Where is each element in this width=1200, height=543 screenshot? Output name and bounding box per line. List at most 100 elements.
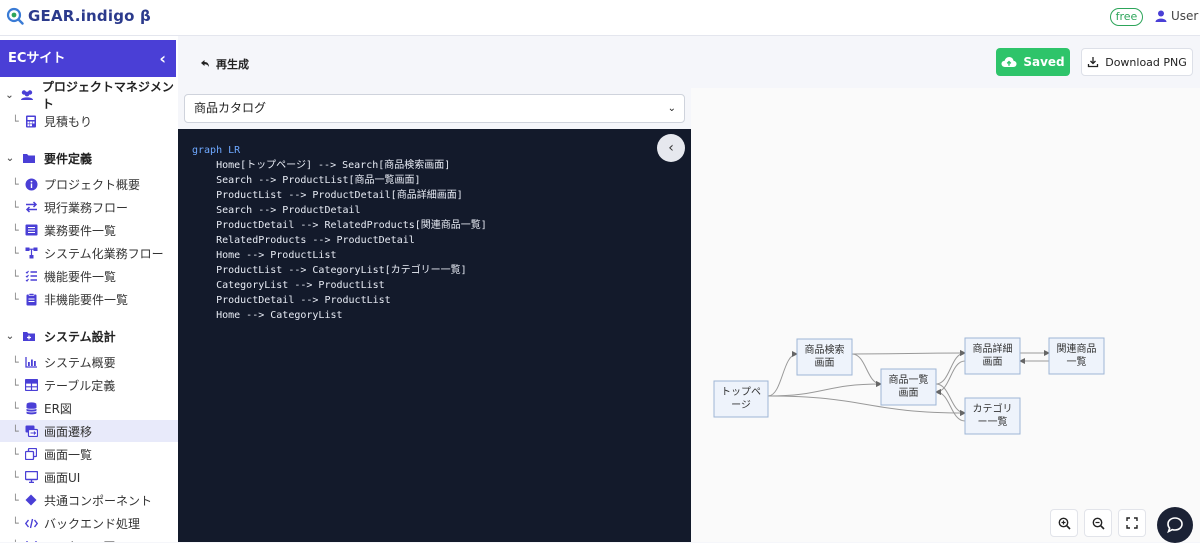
code-line: RelatedProducts --> ProductDetail [192,235,415,246]
fit-screen-button[interactable] [1118,509,1146,537]
people-icon [19,88,36,102]
mermaid-code-editor[interactable]: graph LR Home[トップページ] --> Search[商品検索画面]… [178,129,691,542]
sidebar-item[interactable]: └プロジェクト概要 [0,173,178,195]
diagram-node[interactable]: トップページ [713,380,769,418]
download-icon [1088,57,1099,68]
sidebar-item[interactable]: └画面一覧 [0,443,178,465]
zoom-out-button[interactable] [1084,509,1112,537]
code-text[interactable]: graph LR Home[トップページ] --> Search[商品検索画面]… [192,143,487,323]
calculator-icon [24,114,38,128]
copy-icon [24,447,38,461]
diagram-edge [935,383,966,416]
tree-connector: └ [12,516,19,530]
app-logo[interactable]: GEAR.indigo β [6,7,151,25]
sidebar-item-label: 画面遷移 [44,424,93,439]
database-icon [24,401,38,415]
saved-button[interactable]: Saved [996,48,1070,76]
diagram-preview[interactable]: トップページ商品検索画面商品一覧画面商品詳細画面カテゴリー一覧関連商品一覧 [691,88,1200,543]
sidebar-item[interactable]: └機能要件一覧 [0,265,178,287]
diagram-edge [935,360,966,395]
chevron-down-icon[interactable]: ⌄ [5,89,14,101]
sidebar-item[interactable]: └システム概要 [0,351,178,373]
sidebar-item-label: システム概要 [44,355,116,370]
list-box-icon [24,223,38,237]
diagram-node-label: トップペ [721,386,761,398]
sidebar-item-label: ER図 [44,401,72,416]
code-line: Home --> CategoryList [192,310,343,321]
collapse-sidebar-icon[interactable]: ‹ [159,49,166,68]
sidebar-section[interactable]: ⌄システム設計 [0,325,116,347]
sidebar-item[interactable]: └テーブル定義 [0,374,178,396]
code-line: ProductDetail --> ProductList [192,295,391,306]
screen-select[interactable]: 商品カタログ ⌄ [184,94,685,123]
chat-bubble-icon [1167,517,1183,534]
table-icon [24,378,38,392]
diagram-edges [767,350,1050,422]
diagram-node[interactable]: 関連商品一覧 [1048,337,1105,375]
sidebar-section[interactable]: ⌄要件定義 [0,147,92,169]
user-label: User [1171,9,1199,23]
sidebar-item[interactable]: └ 共通コンポーネント [0,489,178,511]
screen-select-value: 商品カタログ [194,101,267,115]
download-label: Download PNG [1105,55,1187,69]
code-line: ProductDetail --> RelatedProducts[関連商品一覧… [192,220,487,231]
user-menu[interactable]: User [1155,9,1198,23]
sidebar-item[interactable]: └ ER図 [0,397,178,419]
diagram-node[interactable]: 商品一覧画面 [880,368,937,406]
tree-connector: └ [0,540,24,543]
logo-search-icon [6,7,24,25]
tree-connector: └ [12,493,19,507]
code-icon [24,516,38,530]
diagram-edge [767,351,798,397]
sidebar-section[interactable]: ⌄ プロジェクトマネジメント [0,80,178,111]
tree-connector: └ [12,114,19,128]
chevron-down-icon[interactable]: ⌄ [5,330,15,342]
zoom-in-button[interactable] [1050,509,1078,537]
code-line: Home[トップページ] --> Search[商品検索画面] [192,160,451,171]
collapse-editor-button[interactable]: ‹ [657,134,685,162]
screen-transition-icon [24,424,38,438]
tree-connector: └ [12,424,19,438]
sidebar-item[interactable]: └システム化業務フロー [0,242,178,264]
sidebar-item[interactable]: └バックエンド処理 [0,512,178,534]
folder-icon [20,151,38,165]
chevron-down-icon[interactable]: ⌄ [5,152,15,164]
tree-connector: └ [12,200,19,214]
sidebar-item[interactable]: └シーケンス図 [0,535,178,542]
monitor-icon [24,470,38,484]
tree-connector: └ [12,401,19,415]
diagram-node-label: 画面 [815,358,835,369]
diagram-node[interactable]: 商品詳細画面 [964,337,1021,375]
clipboard-icon [24,292,38,306]
diamond-icon [24,493,38,507]
sidebar-item[interactable]: └業務要件一覧 [0,219,178,241]
cloud-upload-icon [1001,57,1017,67]
project-selector[interactable]: ECサイト ‹ [0,40,176,77]
sidebar-item[interactable]: └見積もり [0,110,178,132]
code-line: graph LR [192,145,241,156]
chat-button[interactable] [1157,507,1193,543]
diagram-edge [935,389,966,422]
sidebar-item[interactable]: └非機能要件一覧 [0,288,178,310]
folder-plus-icon [20,329,38,343]
code-line: Search --> ProductDetail [192,205,361,216]
diagram-node[interactable]: カテゴリー一覧 [964,397,1021,435]
regenerate-button[interactable]: 再生成 [200,56,249,72]
bar-chart-icon [24,355,38,369]
zoom-out-icon [1092,517,1105,530]
fullscreen-icon [1126,517,1138,529]
sidebar-section-label: プロジェクトマネジメント [41,80,174,111]
sidebar-item[interactable]: └ 現行業務フロー [0,196,178,218]
sidebar-item-label: 画面一覧 [44,447,93,462]
sidebar-item-label: システム化業務フロー [44,246,164,261]
sidebar-item-label: 共通コンポーネント [44,493,153,508]
diagram-edge [767,395,966,416]
tree-connector: └ [12,378,19,392]
diagram-node-label: ージ [731,400,751,411]
sidebar-item[interactable]: └画面UI [0,466,178,488]
sidebar-item[interactable]: └ 画面遷移 [0,420,178,442]
sidebar-item-label: 機能要件一覧 [44,269,117,284]
diagram-node[interactable]: 商品検索画面 [796,338,853,376]
sidebar-item-label: 現行業務フロー [44,200,129,215]
download-png-button[interactable]: Download PNG [1081,48,1193,76]
